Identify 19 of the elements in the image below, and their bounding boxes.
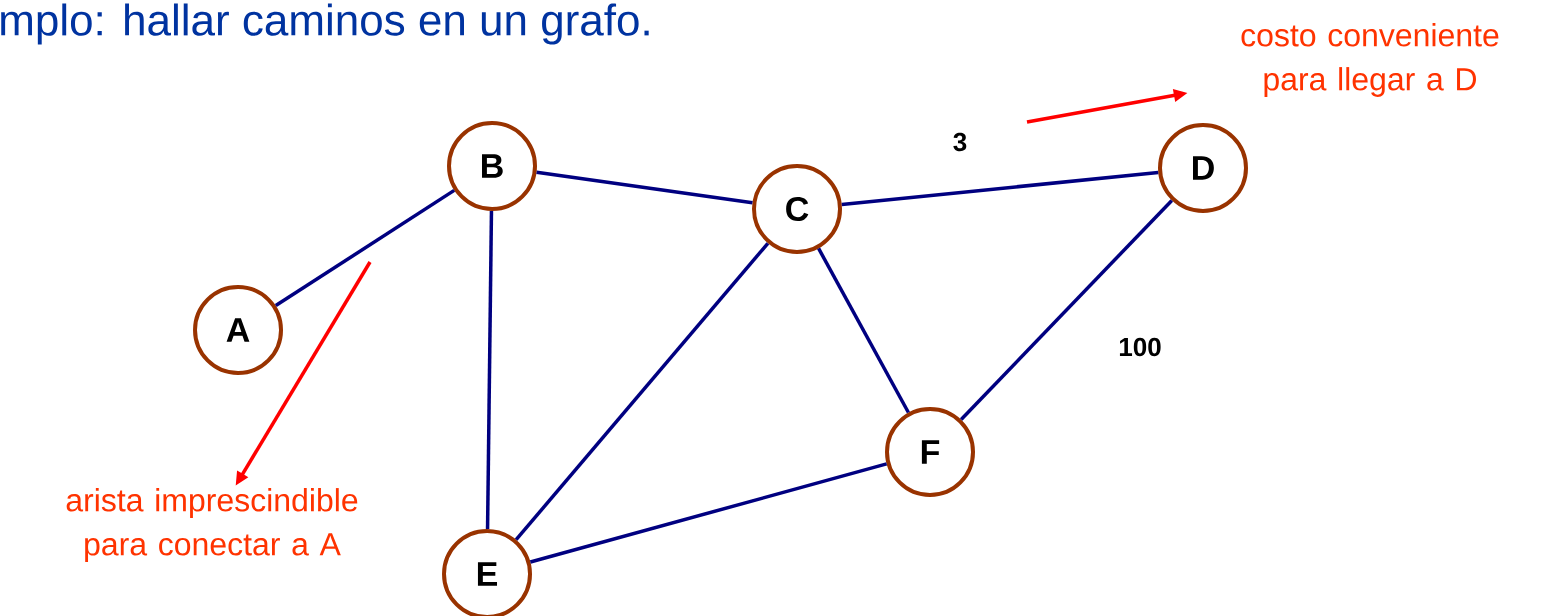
edge-weight: 3 — [953, 132, 967, 152]
graph-vertex: D — [1158, 123, 1248, 213]
graph-vertex: B — [447, 121, 537, 211]
graph-edge — [817, 247, 910, 414]
annotation-text: costo conveniente para llegar a D — [1241, 23, 1499, 97]
graph-vertex: A — [193, 285, 283, 375]
graph-edge — [274, 188, 456, 308]
edge-weight: 100 — [1119, 337, 1161, 357]
graph-vertex: C — [752, 164, 842, 254]
graph-edge — [529, 462, 888, 564]
graph-edge — [514, 242, 770, 541]
graph-edge — [536, 170, 753, 205]
annotation-text: arista imprescindible para conectar a A — [66, 488, 358, 562]
graph-vertex: E — [442, 529, 532, 616]
title: mplo: hallar caminos en un grafo. — [1, 3, 649, 45]
graph-edge — [485, 210, 494, 529]
graph-vertex: F — [885, 407, 975, 497]
graph-edge — [959, 199, 1174, 421]
graph-edge — [841, 170, 1159, 207]
